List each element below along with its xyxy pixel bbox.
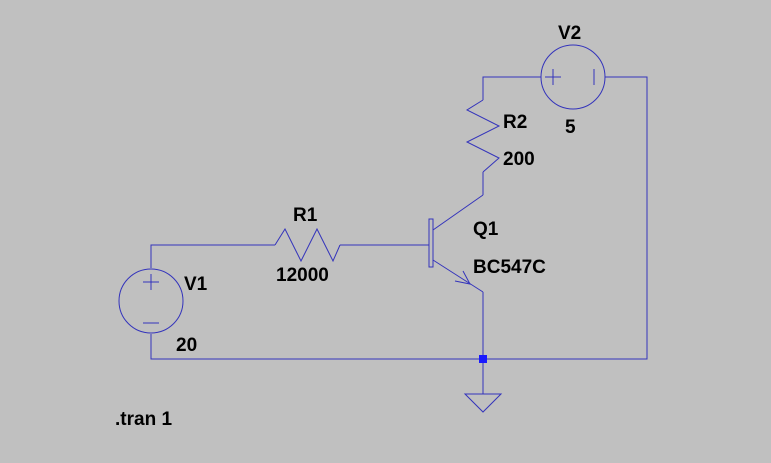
r1-name-label: R1 [293, 205, 318, 226]
r2-name-label: R2 [503, 112, 527, 133]
wire-r2-v2[interactable] [482, 76, 541, 100]
r1-zigzag [274, 227, 341, 263]
q1-model-label: BC547C [473, 257, 546, 278]
v1-body [118, 268, 184, 334]
q1-base-bar [428, 218, 434, 268]
resistor-r1[interactable] [274, 227, 341, 263]
wire-v1-r1[interactable] [150, 244, 275, 268]
wire-v1-ground[interactable] [150, 334, 483, 360]
v2-name-label: V2 [558, 23, 581, 44]
emitter-arrow-icon [454, 270, 471, 285]
r2-value-label: 200 [503, 149, 535, 170]
npn-transistor-q1[interactable] [419, 194, 484, 293]
q1-name-label: Q1 [473, 219, 499, 240]
wires [150, 76, 648, 394]
wire-v2-right[interactable] [483, 76, 648, 360]
spice-directive[interactable]: .tran 1 [115, 409, 172, 430]
v2-body [540, 44, 606, 110]
voltage-source-v2[interactable] [540, 44, 606, 110]
q1-collector-lead [432, 194, 484, 231]
v1-value-label: 20 [176, 335, 197, 356]
v1-name-label: V1 [184, 274, 208, 295]
r2-zigzag [465, 99, 501, 173]
ground-icon[interactable] [463, 393, 503, 413]
resistor-r2[interactable] [465, 99, 501, 173]
q1-emitter-lead [432, 259, 484, 293]
junction-dot [479, 355, 487, 363]
voltage-source-v1[interactable] [118, 268, 184, 334]
v2-value-label: 5 [565, 117, 576, 138]
r1-value-label: 12000 [276, 265, 329, 286]
